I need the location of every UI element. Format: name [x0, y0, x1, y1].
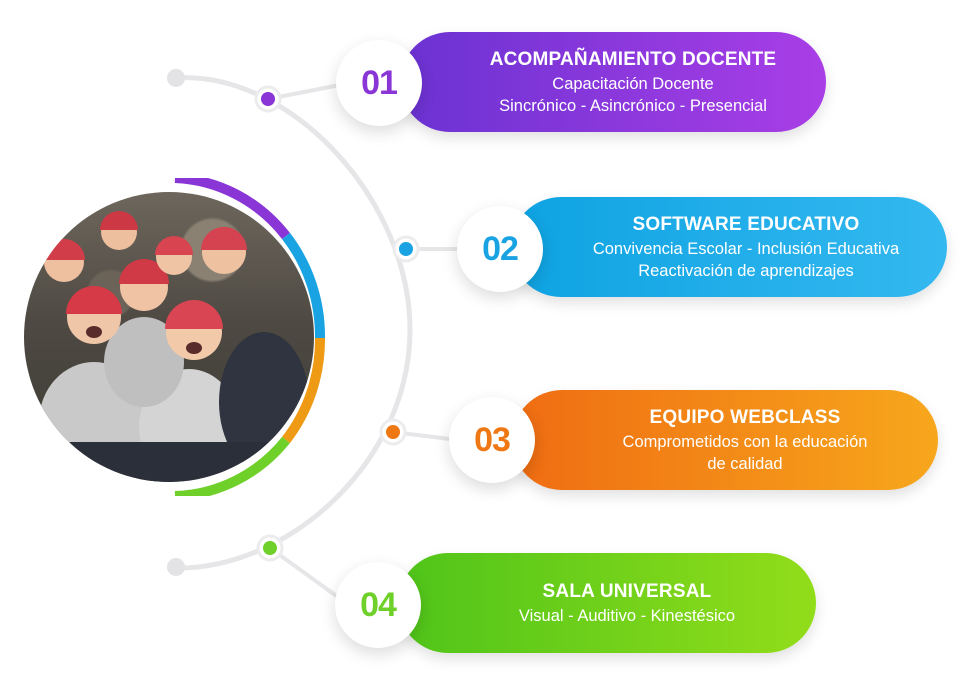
node-dot-4-core	[263, 541, 277, 555]
item-line: Capacitación Docente	[552, 75, 714, 93]
item-title: ACOMPAÑAMIENTO DOCENTE	[489, 49, 777, 70]
ring-segment-green	[174, 436, 290, 496]
children-photo-frame	[24, 178, 326, 496]
arc-end-dot-bottom	[167, 558, 185, 576]
item-title: EQUIPO WEBCLASS	[649, 407, 841, 428]
ring-segment-purple	[174, 178, 290, 240]
node-dot-1-core	[261, 92, 275, 106]
item-line: Visual - Auditivo - Kinestésico	[518, 607, 736, 625]
item-title: SALA UNIVERSAL	[542, 581, 712, 602]
leader-line-4	[268, 546, 344, 602]
number-badge-03: 03	[449, 397, 535, 483]
item-line: Reactivación de aprendizajes	[638, 262, 854, 280]
arc-end-dot-top	[167, 69, 185, 87]
item-line: de calidad	[707, 455, 783, 473]
node-dot-2-core	[399, 242, 413, 256]
number-badge-04: 04	[335, 562, 421, 648]
item-line: Comprometidos con la educación	[622, 433, 868, 451]
ring-segment-blue	[282, 232, 326, 339]
ring-segment-orange	[282, 337, 326, 444]
item-card-software-educativo: SOFTWARE EDUCATIVO Convivencia Escolar -…	[511, 197, 947, 297]
item-line: Convivencia Escolar - Inclusión Educativ…	[592, 240, 900, 258]
number-badge-01: 01	[336, 40, 422, 126]
item-line: Sincrónico - Asincrónico - Presencial	[499, 97, 767, 115]
photo-color-ring	[174, 178, 326, 496]
node-dot-3-core	[386, 425, 400, 439]
item-card-acompanamiento-docente: ACOMPAÑAMIENTO DOCENTE Capacitación Doce…	[400, 32, 826, 132]
children-photo	[24, 192, 314, 482]
item-card-equipo-webclass: EQUIPO WEBCLASS Comprometidos con la edu…	[512, 390, 938, 490]
item-title: SOFTWARE EDUCATIVO	[632, 214, 860, 235]
connector-arc	[172, 75, 413, 571]
number-badge-02: 02	[457, 206, 543, 292]
item-card-sala-universal: SALA UNIVERSAL Visual - Auditivo - Kines…	[398, 553, 816, 653]
